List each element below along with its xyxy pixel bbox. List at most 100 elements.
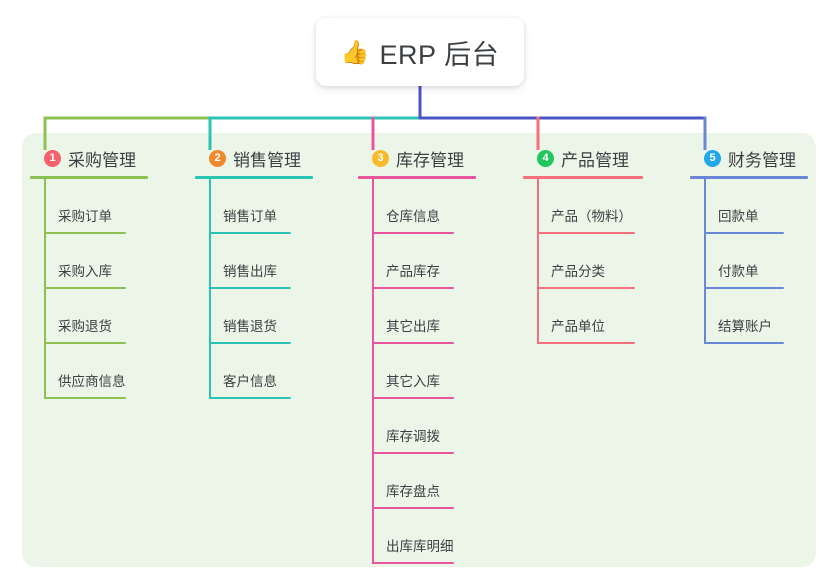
branch-items-list: 回款单付款单结算账户 (690, 179, 808, 344)
branch-item-underline (704, 342, 784, 344)
branch-item-underline (704, 287, 784, 289)
branch-item-underline (44, 232, 126, 234)
branch-item-label: 库存盘点 (386, 484, 440, 499)
branch-item[interactable]: 库存盘点 (358, 454, 476, 509)
branch-column-1: 1 采购管理采购订单采购入库采购退货供应商信息 (30, 145, 148, 399)
branch-item-label: 仓库信息 (386, 209, 440, 224)
branch-spine (44, 179, 46, 399)
branch-title-label: 财务管理 (728, 150, 796, 170)
branch-item[interactable]: 付款单 (690, 234, 808, 289)
branch-item[interactable]: 产品（物料） (523, 179, 643, 234)
branch-item-underline (537, 342, 635, 344)
branch-item-label: 产品单位 (551, 319, 605, 334)
branch-item-underline (209, 232, 291, 234)
branch-item[interactable]: 仓库信息 (358, 179, 476, 234)
branch-item[interactable]: 结算账户 (690, 289, 808, 344)
branch-item[interactable]: 供应商信息 (30, 344, 148, 399)
branch-item[interactable]: 销售出库 (195, 234, 313, 289)
branch-item-label: 产品分类 (551, 264, 605, 279)
branch-item-label: 库存调拨 (386, 429, 440, 444)
branch-item[interactable]: 其它出库 (358, 289, 476, 344)
branch-item-label: 采购订单 (58, 209, 112, 224)
branch-title-label: 销售管理 (233, 150, 301, 170)
branch-number-badge: 3 (372, 149, 389, 167)
branch-column-4: 4 产品管理产品（物料） 产品分类产品单位 (523, 145, 643, 344)
branch-item[interactable]: 采购入库 (30, 234, 148, 289)
branch-header-4[interactable]: 4 产品管理 (523, 145, 643, 171)
branch-spine (372, 179, 374, 564)
branch-item-label: 销售退货 (223, 319, 277, 334)
branch-item[interactable]: 销售退货 (195, 289, 313, 344)
branch-item[interactable]: 回款单 (690, 179, 808, 234)
branch-item-underline (209, 397, 291, 399)
branch-item[interactable]: 采购退货 (30, 289, 148, 344)
branch-header-5[interactable]: 5 财务管理 (690, 145, 808, 171)
branch-item-underline (537, 287, 635, 289)
branch-item-label: 付款单 (718, 264, 759, 279)
branch-header-1[interactable]: 1 采购管理 (30, 145, 148, 171)
branch-item[interactable]: 其它入库 (358, 344, 476, 399)
branch-items-list: 销售订单销售出库销售退货客户信息 (195, 179, 313, 399)
branch-item-label: 销售订单 (223, 209, 277, 224)
branch-item-label: 客户信息 (223, 374, 277, 389)
branch-item-underline (372, 397, 454, 399)
branch-underline (30, 176, 148, 179)
branch-item[interactable]: 采购订单 (30, 179, 148, 234)
branch-item-underline (704, 232, 784, 234)
branch-title-label: 采购管理 (68, 150, 136, 170)
branch-item-label: 结算账户 (718, 319, 772, 334)
branch-item-label: 产品（物料） (551, 209, 632, 224)
branch-item-label: 其它出库 (386, 319, 440, 334)
branch-column-3: 3 库存管理仓库信息产品库存其它出库其它入库库存调拨库存盘点出库库明细 (358, 145, 476, 564)
branch-item-label: 供应商信息 (58, 374, 126, 389)
branch-underline (523, 176, 643, 179)
branch-item-underline (537, 232, 635, 234)
branch-underline (690, 176, 808, 179)
branch-item[interactable]: 产品单位 (523, 289, 643, 344)
branch-item-underline (44, 287, 126, 289)
root-node-label: ERP 后台 (379, 39, 500, 70)
branch-title-label: 产品管理 (561, 150, 629, 170)
branch-item[interactable]: 客户信息 (195, 344, 313, 399)
branch-item-underline (372, 232, 454, 234)
thumbs-up-icon: 👍 (340, 38, 370, 65)
branch-title-label: 库存管理 (396, 150, 464, 170)
branch-spine (537, 179, 539, 344)
branch-item[interactable]: 库存调拨 (358, 399, 476, 454)
branch-item-label: 销售出库 (223, 264, 277, 279)
branch-item[interactable]: 出库库明细 (358, 509, 476, 564)
branch-items-list: 产品（物料） 产品分类产品单位 (523, 179, 643, 344)
branch-item-underline (44, 342, 126, 344)
diagram-background-panel (22, 133, 816, 567)
branch-item-underline (372, 562, 454, 564)
branch-item-underline (372, 287, 454, 289)
root-node[interactable]: 👍 ERP 后台 (316, 18, 524, 86)
branch-item-label: 产品库存 (386, 264, 440, 279)
branch-item-underline (372, 342, 454, 344)
branch-header-3[interactable]: 3 库存管理 (358, 145, 476, 171)
branch-spine (704, 179, 706, 344)
branch-item-underline (372, 452, 454, 454)
branch-item[interactable]: 产品分类 (523, 234, 643, 289)
branch-items-list: 采购订单采购入库采购退货供应商信息 (30, 179, 148, 399)
branch-underline (358, 176, 476, 179)
branch-item-underline (209, 342, 291, 344)
branch-items-list: 仓库信息产品库存其它出库其它入库库存调拨库存盘点出库库明细 (358, 179, 476, 564)
branch-column-5: 5 财务管理回款单付款单结算账户 (690, 145, 808, 344)
branch-spine (209, 179, 211, 399)
branch-number-badge: 4 (537, 149, 554, 167)
branch-item-underline (372, 507, 454, 509)
branch-item-label: 采购入库 (58, 264, 112, 279)
branch-item-label: 回款单 (718, 209, 759, 224)
branch-item-underline (209, 287, 291, 289)
branch-item[interactable]: 销售订单 (195, 179, 313, 234)
branch-number-badge: 5 (704, 149, 721, 167)
branch-item-label: 其它入库 (386, 374, 440, 389)
branch-number-badge: 1 (44, 149, 61, 167)
branch-item-label: 出库库明细 (386, 539, 454, 554)
branch-item[interactable]: 产品库存 (358, 234, 476, 289)
branch-item-underline (44, 397, 126, 399)
branch-item-label: 采购退货 (58, 319, 112, 334)
